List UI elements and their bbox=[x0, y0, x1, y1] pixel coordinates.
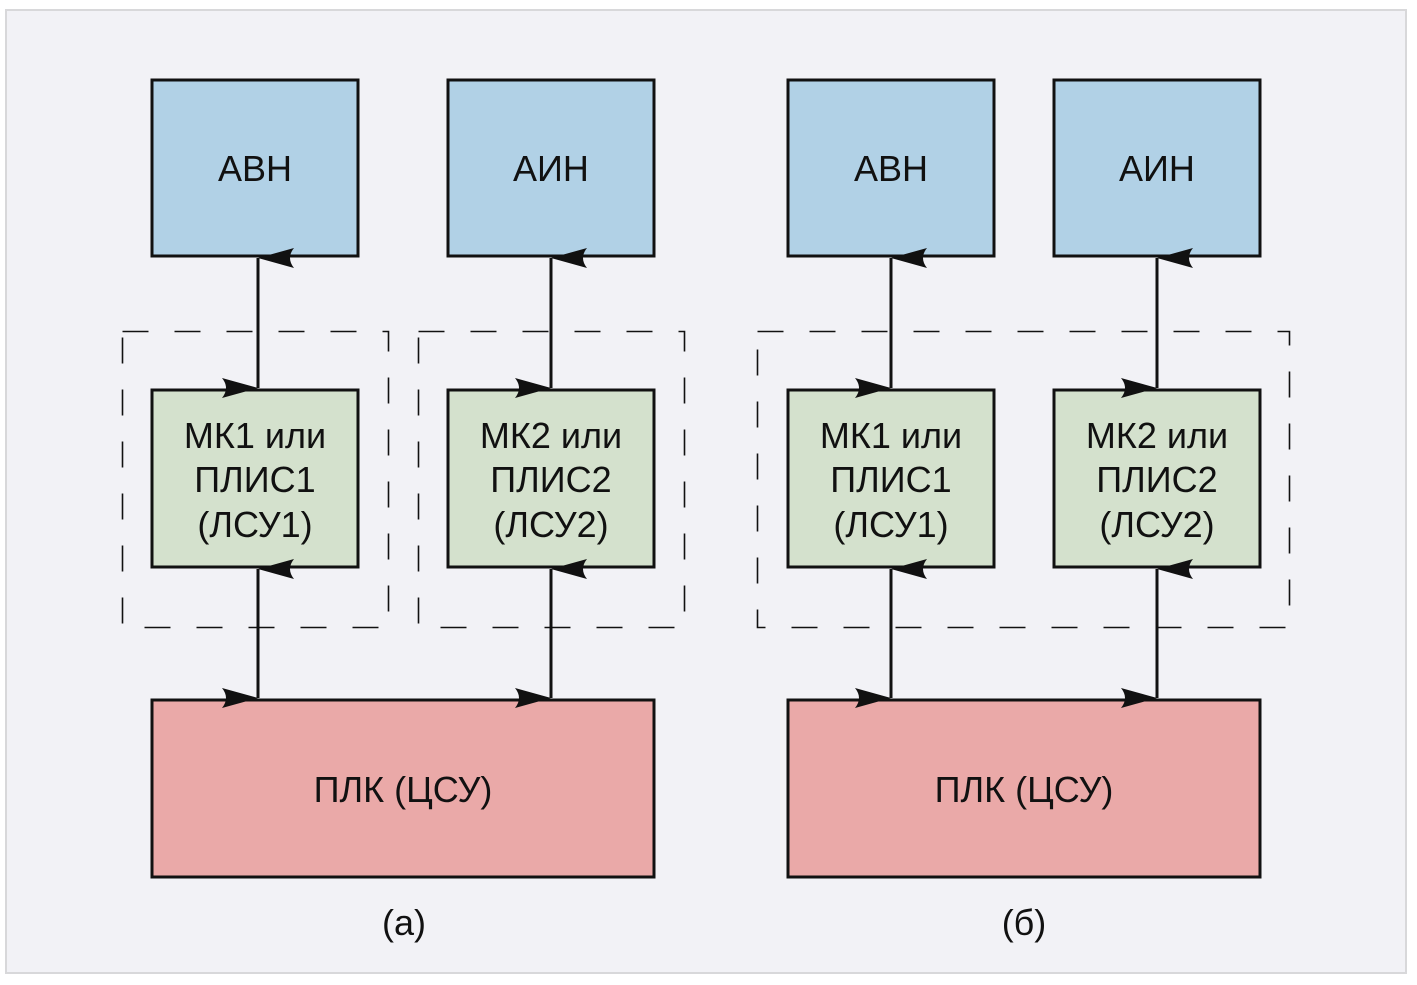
local-control-group-combined bbox=[756, 330, 1291, 629]
block-ain-label: АИН bbox=[513, 148, 589, 189]
block-ain-label: АИН bbox=[1119, 148, 1195, 189]
block-avn: АВН bbox=[150, 78, 360, 258]
controller-1: МК1 или ПЛИС1 (ЛСУ1) bbox=[150, 388, 360, 569]
controller-1-line-3: (ЛСУ1) bbox=[833, 504, 948, 545]
block-avn-label: АВН bbox=[854, 148, 928, 189]
controller-2-line-1: МК2 или bbox=[1086, 415, 1228, 456]
controller-2-line-1: МК2 или bbox=[480, 415, 622, 456]
controller-1-line-1: МК1 или bbox=[184, 415, 326, 456]
controller-1-line-1: МК1 или bbox=[820, 415, 962, 456]
block-avn-label: АВН bbox=[218, 148, 292, 189]
diagram-b: АВН АИН МК1 или ПЛИС1 (ЛСУ1) МК2 или ПЛИ… bbox=[756, 78, 1291, 943]
block-plc: ПЛК (ЦСУ) bbox=[786, 698, 1262, 879]
caption-b: (б) bbox=[1002, 902, 1047, 943]
controller-2-line-3: (ЛСУ2) bbox=[493, 504, 608, 545]
controller-2-line-2: ПЛИС2 bbox=[1096, 459, 1217, 500]
controller-2: МК2 или ПЛИС2 (ЛСУ2) bbox=[446, 388, 656, 569]
diagram-a: АВН АИН МК1 или ПЛИС1 (ЛСУ1) МК2 или ПЛИ… bbox=[121, 78, 686, 943]
controller-1-line-3: (ЛСУ1) bbox=[197, 504, 312, 545]
block-plc: ПЛК (ЦСУ) bbox=[150, 698, 656, 879]
controller-2-line-3: (ЛСУ2) bbox=[1099, 504, 1214, 545]
controller-1-line-2: ПЛИС1 bbox=[194, 459, 315, 500]
block-avn: АВН bbox=[786, 78, 996, 258]
block-plc-label: ПЛК (ЦСУ) bbox=[314, 769, 493, 810]
block-plc-label: ПЛК (ЦСУ) bbox=[935, 769, 1114, 810]
caption-a: (а) bbox=[382, 902, 426, 943]
controller-2-line-2: ПЛИС2 bbox=[490, 459, 611, 500]
block-ain: АИН bbox=[446, 78, 656, 258]
controller-1-line-2: ПЛИС1 bbox=[830, 459, 951, 500]
block-ain: АИН bbox=[1052, 78, 1262, 258]
controller-2: МК2 или ПЛИС2 (ЛСУ2) bbox=[1052, 388, 1262, 569]
controller-1: МК1 или ПЛИС1 (ЛСУ1) bbox=[786, 388, 996, 569]
